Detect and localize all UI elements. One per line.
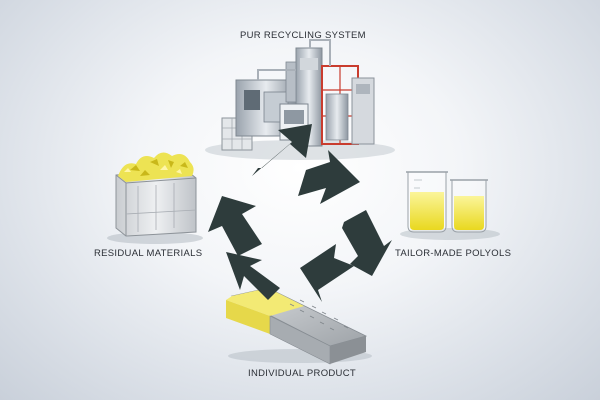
arrow-upper-left [252,124,312,176]
label-tailor-made-polyols: TAILOR-MADE POLYOLS [395,248,512,259]
arrow-lower-left [226,252,280,300]
recycling-plant-icon [205,39,395,160]
arrow-lower-right [300,244,354,302]
arrow-upper-right [298,150,360,204]
recycling-arrows [208,124,392,302]
label-residual-materials: RESIDUAL MATERIALS [94,248,203,259]
label-individual-product: INDIVIDUAL PRODUCT [248,368,356,379]
arrow-right [342,210,392,276]
label-pur-recycling-system: PUR RECYCLING SYSTEM [240,30,366,41]
crate-with-foam-flakes-icon [107,152,203,244]
arrow-left [208,196,262,256]
foam-mattress-icon [226,287,372,365]
beakers-with-polyol-icon [400,171,500,240]
